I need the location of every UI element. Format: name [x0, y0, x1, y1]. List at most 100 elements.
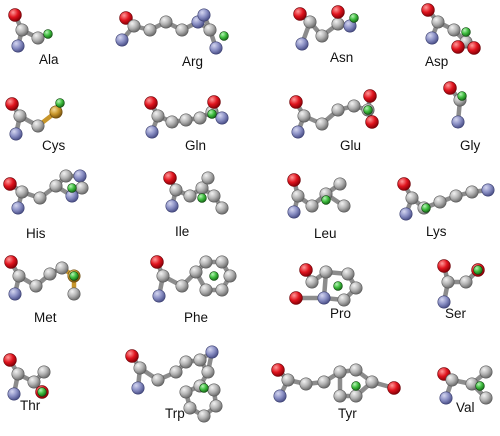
nitrogen-atom [115, 33, 129, 47]
carbon-atom [223, 269, 237, 283]
nitrogen-atom [399, 207, 413, 221]
molecule-gln: Gln [144, 95, 229, 153]
molecule-tyr: Tyr [271, 363, 401, 421]
centroid-marker [55, 98, 65, 108]
centroid-marker [363, 105, 373, 115]
oxygen-atom [421, 3, 435, 17]
carbon-atom [337, 293, 351, 307]
amino-acid-label: Asn [330, 50, 353, 65]
molecule-cys: Cys [5, 97, 65, 153]
amino-acid-label: Phe [184, 310, 208, 325]
oxygen-atom [363, 89, 377, 103]
carbon-atom [333, 177, 347, 191]
carbon-atom [337, 199, 351, 213]
amino-acid-label: Arg [182, 54, 203, 69]
oxygen-atom [397, 177, 411, 191]
molecule-met: Met [4, 255, 81, 325]
nitrogen-atom [73, 169, 87, 183]
amino-acid-label: Thr [20, 398, 41, 413]
nitrogen-atom [9, 127, 23, 141]
carbon-atom [207, 189, 221, 203]
carbon-atom [215, 201, 229, 215]
carbon-atom [333, 389, 347, 403]
carbon-atom [12, 269, 26, 283]
carbon-atom [333, 365, 347, 379]
centroid-marker [333, 281, 343, 291]
nitrogen-atom [437, 295, 451, 309]
centroid-marker [475, 381, 485, 391]
carbon-atom [183, 189, 197, 203]
carbon-atom [315, 29, 329, 43]
nitrogen-atom [425, 31, 439, 45]
carbon-atom [133, 361, 147, 375]
nitrogen-atom [273, 389, 287, 403]
carbon-atom [479, 365, 493, 379]
molecule-asn: Asn [293, 5, 359, 65]
centroid-marker [421, 203, 431, 213]
nitrogen-atom [145, 125, 159, 139]
carbon-atom [189, 265, 203, 279]
carbon-atom [445, 373, 459, 387]
carbon-atom [479, 391, 493, 405]
amino-acid-label: Tyr [338, 406, 357, 421]
oxygen-atom [163, 171, 177, 185]
carbon-atom [151, 373, 165, 387]
nitrogen-atom [152, 289, 166, 303]
nitrogen-atom [291, 125, 305, 139]
nitrogen-atom [481, 183, 495, 197]
oxygen-atom [299, 263, 313, 277]
amino-acid-label: Leu [314, 226, 337, 241]
oxygen-atom [293, 7, 307, 21]
carbon-atom [449, 189, 463, 203]
molecule-phe: Phe [150, 255, 237, 325]
amino-acid-label: Ala [39, 52, 59, 67]
centroid-marker [207, 109, 217, 119]
centroid-marker [43, 29, 53, 39]
oxygen-atom [4, 255, 18, 269]
amino-acid-label: Lys [426, 224, 447, 239]
molecule-ala: Ala [8, 8, 59, 67]
amino-acid-label: Ser [445, 306, 467, 321]
oxygen-atom [331, 5, 345, 19]
carbon-atom [31, 119, 45, 133]
carbon-atom [13, 109, 27, 123]
molecule-ile: Ile [163, 171, 229, 239]
amino-acid-label: Glu [340, 138, 361, 153]
carbon-atom [75, 181, 89, 195]
carbon-atom [459, 275, 473, 289]
carbon-atom [175, 23, 189, 37]
sulfur-atom [49, 105, 63, 119]
molecule-arg: Arg [115, 8, 229, 69]
carbon-atom [175, 279, 189, 293]
carbon-atom [43, 267, 57, 281]
carbon-atom [299, 377, 313, 391]
molecule-thr: Thr [3, 353, 51, 413]
oxygen-atom [5, 97, 19, 111]
nitrogen-atom [8, 287, 22, 301]
carbon-atom [349, 363, 363, 377]
nitrogen-atom [205, 345, 219, 359]
carbon-atom [49, 179, 63, 193]
carbon-atom [159, 15, 173, 29]
nitrogen-atom [451, 115, 465, 129]
carbon-atom [315, 117, 329, 131]
nitrogen-atom [165, 199, 179, 213]
nitrogen-atom [197, 8, 211, 22]
carbon-atom [215, 283, 229, 297]
carbon-atom [319, 265, 333, 279]
carbon-atom [193, 353, 207, 367]
carbon-atom [465, 185, 479, 199]
molecule-gly: Gly [443, 81, 481, 153]
amino-acid-label: Pro [330, 306, 351, 321]
amino-acid-label: Cys [42, 138, 65, 153]
molecule-pro: Pro [289, 263, 363, 321]
carbon-atom [37, 365, 51, 379]
oxygen-atom [119, 11, 133, 25]
carbon-atom [156, 269, 170, 283]
oxygen-atom [144, 96, 158, 110]
carbon-atom [365, 375, 379, 389]
carbon-atom [193, 111, 207, 125]
centroid-marker [209, 271, 219, 281]
